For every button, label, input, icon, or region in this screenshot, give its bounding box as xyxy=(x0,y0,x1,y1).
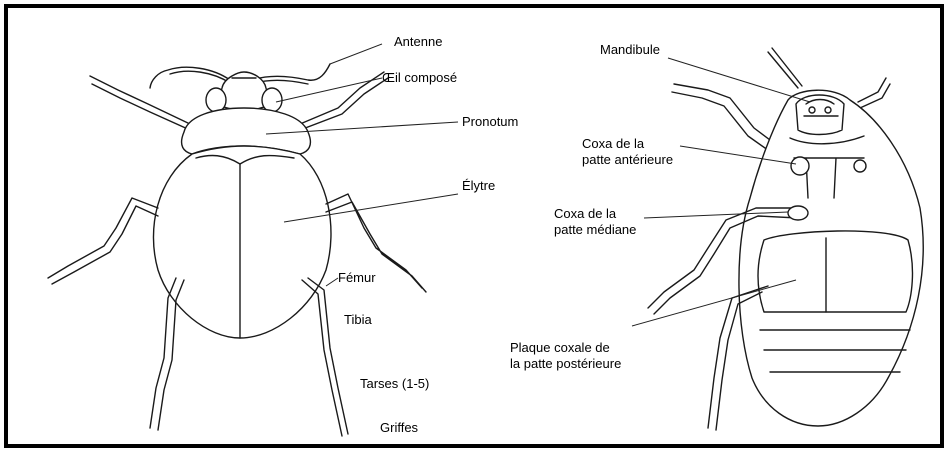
diagram-frame: Antenne Œil composé Pronotum Élytre Fému… xyxy=(4,4,944,448)
label-femur: Fémur xyxy=(338,270,376,285)
ventral-body xyxy=(739,90,923,426)
ventral-antenna xyxy=(768,48,802,88)
label-pronotum: Pronotum xyxy=(462,114,518,129)
ventral-head xyxy=(796,95,844,135)
label-coxa-mediane-line2: patte médiane xyxy=(554,222,636,237)
label-coxa-anterieure-line2: patte antérieure xyxy=(582,152,673,167)
dorsal-antenna-right xyxy=(252,64,330,80)
dorsal-eye-right xyxy=(262,88,282,112)
label-antenne: Antenne xyxy=(394,34,442,49)
label-elytre: Élytre xyxy=(462,178,495,193)
dorsal-front-leg-left xyxy=(90,76,190,130)
label-griffes: Griffes xyxy=(380,420,418,435)
beetle-anatomy-diagram xyxy=(8,8,940,444)
dorsal-eye-left xyxy=(206,88,226,112)
dorsal-antenna-left xyxy=(150,67,230,88)
label-plaque-coxale-line2: la patte postérieure xyxy=(510,356,621,371)
dorsal-mid-leg-left xyxy=(48,198,158,284)
label-coxa-mediane-line1: Coxa de la xyxy=(554,206,616,221)
label-coxa-anterieure-line1: Coxa de la xyxy=(582,136,644,151)
ventral-front-leg-right xyxy=(858,78,890,108)
label-oeil-compose: Œil composé xyxy=(382,70,457,85)
label-plaque-coxale-line1: Plaque coxale de xyxy=(510,340,610,355)
label-tibia: Tibia xyxy=(344,312,372,327)
dorsal-elytra xyxy=(153,146,331,338)
label-mandibule: Mandibule xyxy=(600,42,660,57)
dorsal-hind-leg-right xyxy=(302,278,348,436)
label-tarses: Tarses (1-5) xyxy=(360,376,429,391)
ventral-beetle xyxy=(648,48,923,430)
ventral-coxa-middle xyxy=(788,206,808,220)
ventral-coxa-front xyxy=(791,157,809,175)
